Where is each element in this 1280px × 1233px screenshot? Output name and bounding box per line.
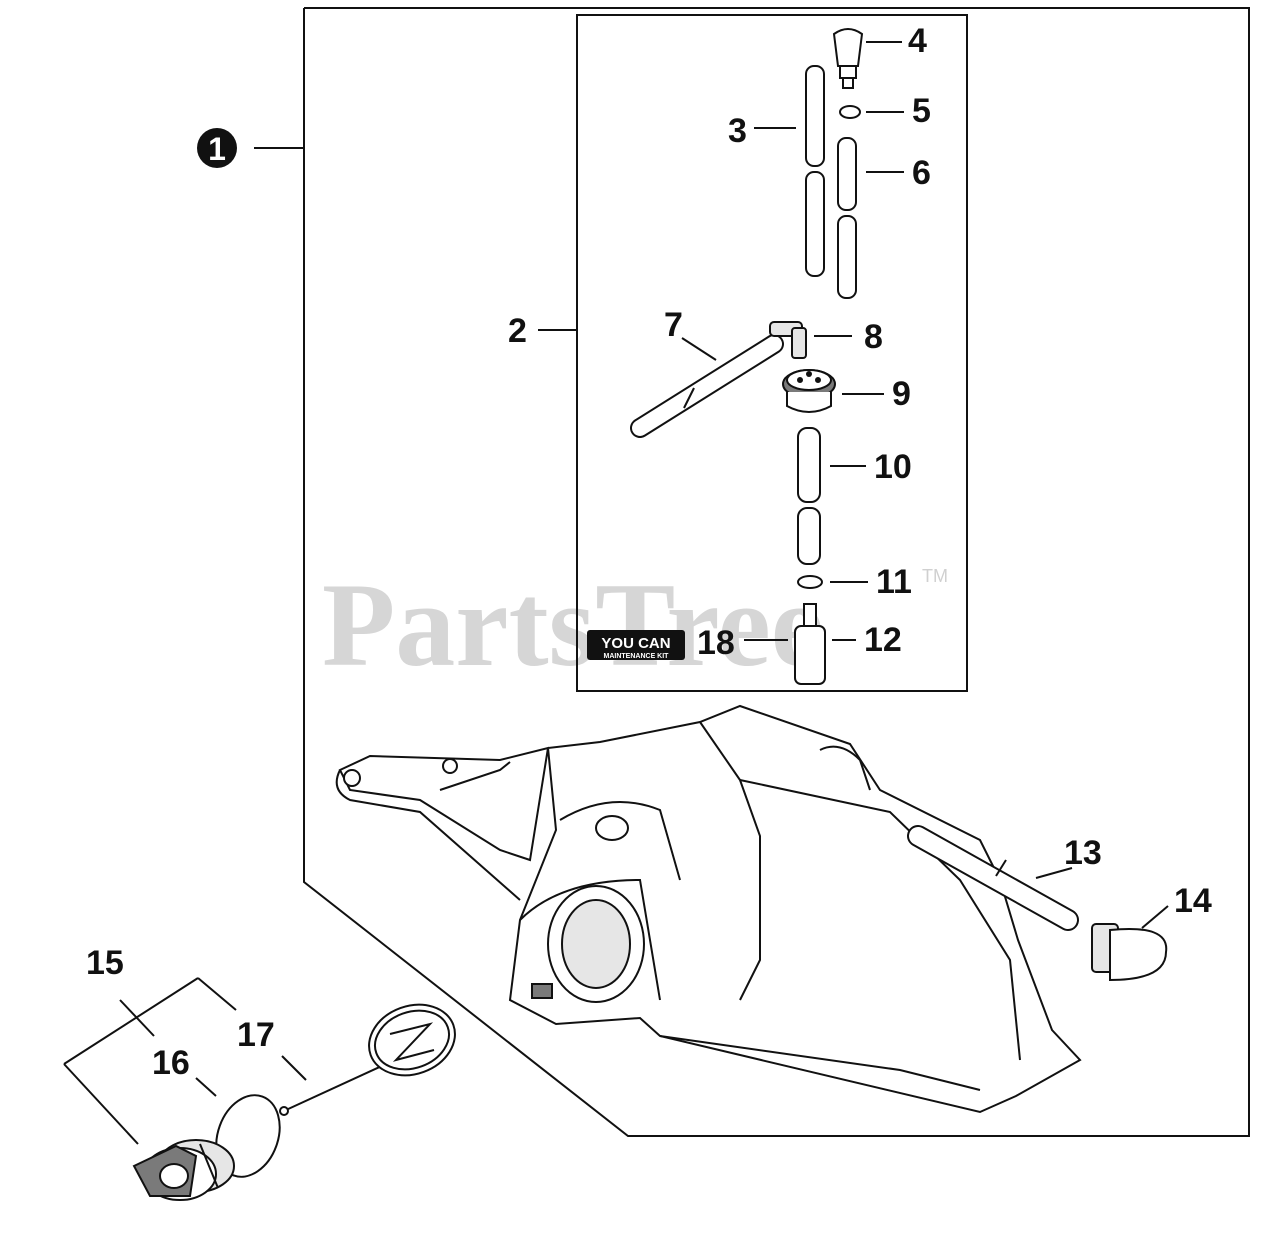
leader-7 xyxy=(681,337,717,361)
part-12-filter[interactable] xyxy=(794,603,826,685)
outer-assembly-border xyxy=(303,7,1250,1137)
kit-group-box xyxy=(576,14,968,692)
callout-4[interactable]: 4 xyxy=(908,22,927,60)
watermark-trademark: TM xyxy=(922,566,948,586)
part-4-fuel-filter[interactable] xyxy=(832,28,864,89)
callout-18[interactable]: 18 xyxy=(697,624,735,662)
callout-5[interactable]: 5 xyxy=(912,92,931,130)
part-5-o-ring[interactable] xyxy=(839,105,861,119)
part-10-tube[interactable] xyxy=(797,427,821,565)
callout-7[interactable]: 7 xyxy=(664,306,683,344)
callout-2[interactable]: 2 xyxy=(508,312,527,350)
leader-13 xyxy=(1035,867,1073,879)
callout-9[interactable]: 9 xyxy=(892,375,911,413)
callout-15[interactable]: 15 xyxy=(86,944,124,982)
part-3-tube[interactable] xyxy=(805,65,825,277)
callout-8[interactable]: 8 xyxy=(864,318,883,356)
callout-10[interactable]: 10 xyxy=(874,448,912,486)
part-13-tube[interactable] xyxy=(907,825,1079,931)
part-11-o-ring[interactable] xyxy=(797,575,823,589)
callout-14[interactable]: 14 xyxy=(1174,882,1212,920)
svg-text:YOU CAN: YOU CAN xyxy=(601,635,670,652)
callout-1[interactable]: 1 xyxy=(197,128,237,168)
callout-17[interactable]: 17 xyxy=(237,1016,275,1054)
part-8-elbow-fitting[interactable] xyxy=(769,321,807,359)
leader-16 xyxy=(195,1077,217,1097)
part-17-cap-strap[interactable] xyxy=(279,993,465,1116)
svg-text:MAINTENANCE KIT: MAINTENANCE KIT xyxy=(604,653,670,660)
callout-6[interactable]: 6 xyxy=(912,154,931,192)
part-1-fuel-tank[interactable] xyxy=(335,704,1082,1114)
part-15-fuel-cap[interactable] xyxy=(132,1139,235,1201)
leader-17 xyxy=(281,1055,307,1081)
callout-11[interactable]: 11 xyxy=(876,563,912,601)
callout-13[interactable]: 13 xyxy=(1064,834,1102,872)
leader-14 xyxy=(1141,905,1169,929)
callout-3[interactable]: 3 xyxy=(728,112,747,150)
watermark-text: PartsTree xyxy=(322,558,824,691)
callout-16[interactable]: 16 xyxy=(152,1044,190,1082)
part-9-grommet[interactable] xyxy=(782,369,836,413)
part-14-primer-bulb[interactable] xyxy=(1091,923,1168,982)
kit-bracket-15 xyxy=(63,977,237,1145)
maintenance-kit-badge: YOU CAN MAINTENANCE KIT xyxy=(587,630,685,660)
part-6-tube[interactable] xyxy=(837,137,857,299)
part-7-tube[interactable] xyxy=(630,334,784,438)
callout-12[interactable]: 12 xyxy=(864,621,902,659)
svg-text:1: 1 xyxy=(208,131,226,167)
